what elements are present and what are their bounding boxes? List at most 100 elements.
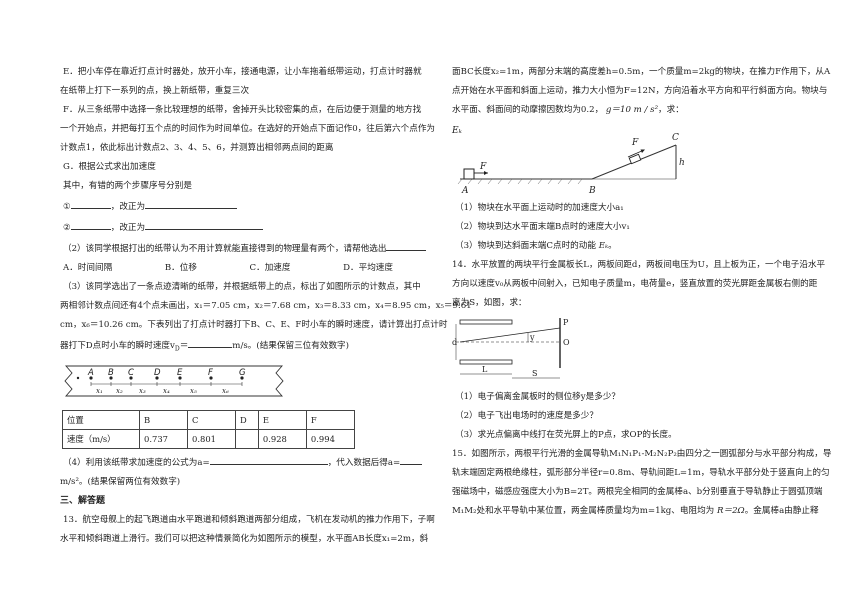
p13-line3: 水平面、斜面间的动摩擦因数均为0.2， g＝10 m / s²，求： bbox=[452, 104, 817, 117]
mistake-1-line: ①，改正为 bbox=[60, 199, 430, 214]
tape-label-a: A bbox=[87, 368, 94, 378]
step-e-line1: E．把小车停在靠近打点计时器处，放开小车，接通电源，让小车拖着纸带运动，打点计时… bbox=[63, 67, 422, 77]
question-4-line1: （4）利用该纸带求加速度的公式为a=，代入数据后得a= bbox=[60, 455, 430, 470]
tape-dot-d bbox=[155, 376, 159, 380]
q13-part2: （2）物块到达水平面末端B点时的速度大小v₁ bbox=[455, 222, 630, 232]
mistake-2-correct-label: ，改正为 bbox=[110, 223, 146, 233]
table-header-cell: D bbox=[235, 409, 259, 430]
tape-label-g: G bbox=[239, 368, 246, 378]
tape-seg-x2: x₂ bbox=[116, 387, 123, 395]
q4-text-b: ，代入数据后得a= bbox=[327, 457, 401, 468]
question-3-line1: （3）该同学选出了一条点迹清晰的纸带，并根据纸带上的点，标出了如图所示的计数点，… bbox=[63, 282, 421, 292]
q15-line1: 15．如图所示，两根平行光滑的金属导轨M₁N₁P₁-M₂N₂P₂由四分之一圆弧部… bbox=[452, 449, 832, 459]
point-b-label: B bbox=[588, 186, 596, 196]
question-3-line3: cm，x₆＝10.26 cm。下表列出了打点计时器打下B、C、E、F时小车的瞬时… bbox=[60, 320, 448, 330]
acceleration-blank[interactable] bbox=[400, 455, 423, 465]
table-header-cell: C bbox=[187, 409, 237, 430]
q3-line4-unit: m/s。(结果保留三位有效数字) bbox=[232, 341, 349, 351]
table-cell-empty[interactable] bbox=[235, 428, 259, 449]
p13-line3-end: ，求： bbox=[658, 105, 684, 115]
fig13-corner-label: Eₖ bbox=[451, 126, 463, 136]
table-cell: 0.801 bbox=[187, 428, 237, 449]
mistake-2-line: ② ，改正为 bbox=[60, 220, 430, 235]
q14-part3: （3）求光点偏离中线打在荧光屏上的P点，求OP的长度。 bbox=[455, 430, 677, 440]
q13-part3: （3）物块到达斜面末端C点时的动能 Eₖ。 bbox=[452, 240, 817, 253]
question-13-line1: 13．航空母舰上的起飞跑道由水平跑道和倾斜跑道两部分组成，飞机在发动机的推力作用… bbox=[63, 514, 435, 525]
left-column: E．把小车停在靠近打点计时器处，放开小车，接通电源，让小车拖着纸带运动，打点计时… bbox=[60, 66, 472, 552]
question-2: （2）该同学根据打出的纸带认为不用计算就能直接得到的物理量有两个，请帮他选出 bbox=[60, 241, 430, 256]
mistake-1-correction-blank[interactable] bbox=[145, 199, 238, 209]
point-c-label: C bbox=[672, 133, 679, 143]
tape-dot bbox=[76, 376, 80, 379]
question-3-line2: 两相邻计数点间还有4个点未画出，x₁＝7.05 cm，x₂＝7.68 cm，x₃… bbox=[60, 301, 472, 311]
tape-seg-x5: x₅ bbox=[190, 387, 197, 395]
tape-dot-e bbox=[178, 376, 182, 380]
point-a-label: A bbox=[461, 186, 469, 196]
table-cell: 0.994 bbox=[305, 428, 356, 449]
tape-seg-x3: x₃ bbox=[139, 387, 146, 395]
electron-path bbox=[459, 327, 561, 343]
p13-line3-text: 水平面、斜面间的动摩擦因数均为0.2， bbox=[452, 105, 604, 115]
deflection-label-y: y bbox=[529, 333, 535, 342]
tape-label-b: B bbox=[108, 368, 114, 378]
tape-dot-a bbox=[89, 376, 93, 380]
right-column: 面BC长度x₂=1m，两部分末端的高度差h=0.5m，一个质量m=2kg的物块，… bbox=[451, 66, 832, 524]
q14-line3: 离为S，如图，求： bbox=[452, 298, 527, 308]
point-p-label: P bbox=[563, 318, 569, 327]
plate-length-label: L bbox=[482, 365, 488, 374]
mistake-1-number: ① bbox=[63, 202, 71, 212]
option-c: C．加速度 bbox=[249, 263, 291, 273]
section-3-heading: 三、解答题 bbox=[60, 495, 106, 506]
question-2-options: A．时间间隔 B．位移 C．加速度 D．平均速度 bbox=[60, 262, 393, 275]
paper-tape-figure: A B C D E F G x₁ x₂ x₃ x₄ x₅ x₆ bbox=[62, 363, 430, 402]
mistake-1-step-blank[interactable] bbox=[70, 199, 111, 209]
p13-line2: 点开始在水平面和斜面上运动，推力大小恒为F=12N，方向沿着水平方向和平行斜面方… bbox=[452, 86, 828, 96]
resistance-formula: R＝2Ω bbox=[717, 506, 745, 516]
mistake-2-step-blank[interactable] bbox=[70, 220, 111, 230]
paper-tape-svg: A B C D E F G x₁ x₂ x₃ x₄ x₅ x₆ bbox=[64, 365, 284, 397]
table-cell: 0.928 bbox=[257, 428, 307, 449]
kinetic-energy-symbol: Eₖ bbox=[598, 241, 609, 251]
table-row: 位置 B C D E F bbox=[62, 409, 356, 430]
mistake-2-number: ② bbox=[63, 223, 71, 233]
table-row-label: 速度（m/s） bbox=[62, 428, 140, 449]
q14-part1: （1）电子偏离金属板时的侧位移y是多少？ bbox=[455, 392, 621, 402]
table-cell: 0.737 bbox=[138, 428, 189, 449]
mistake-intro: 其中，有错的两个步骤序号分别是 bbox=[63, 181, 192, 191]
question-3-line4: 器打下D点时小车的瞬时速度vD＝m/s。(结果保留三位有效数字) bbox=[60, 338, 430, 356]
step-g: G．根据公式求出加速度 bbox=[63, 162, 156, 172]
q15-line4: M₁M₂处和水平导轨中某位置，两金属棒质量均为m=1kg、电阻均为 R＝2Ω。金… bbox=[452, 505, 819, 518]
question-4-line2: m/s²。(结果保留两位有效数字) bbox=[60, 476, 181, 487]
question-2-blank[interactable] bbox=[386, 241, 427, 251]
force-label-1: F bbox=[479, 162, 487, 172]
tape-dot-b bbox=[109, 376, 113, 380]
q15-line4-end: 。金属棒a由静止释 bbox=[744, 506, 819, 516]
tape-seg-x1: x₁ bbox=[96, 387, 103, 395]
q15-line2: 轨末端固定两根绝缘柱，弧形部分半径r=0.8m、导轨间距L=1m，导轨水平部分处… bbox=[452, 468, 830, 478]
tape-label-e: E bbox=[177, 368, 183, 378]
force-label-2: F bbox=[631, 138, 639, 148]
gap-label-d: d bbox=[452, 338, 457, 347]
q14-line2: 方向以速度v₀从两板中间射入，已知电子质量m，电荷量e，竖直放置的荧光屏距金属板… bbox=[452, 279, 818, 289]
step-f-line2: 一个开始点，并把每打五个点的时间作为时间单位。在选好的开始点下面记作0，往后第六… bbox=[60, 124, 436, 134]
table-header-cell: B bbox=[138, 409, 189, 430]
tape-seg-x6: x₆ bbox=[222, 387, 229, 395]
gravity-formula: g＝10 m / s² bbox=[605, 105, 659, 115]
point-o-label: O bbox=[563, 338, 570, 347]
tape-seg-x4: x₄ bbox=[163, 387, 170, 395]
vd-answer-blank[interactable] bbox=[188, 338, 233, 348]
formula-blank[interactable] bbox=[209, 455, 328, 465]
tape-dot-c bbox=[129, 376, 133, 380]
q14-line1: 14．水平放置的两块平行金属板长L，两板间距d，两板间电压为U，且上板为正，一个… bbox=[452, 260, 826, 270]
incline-figure: Eₖ F F A bbox=[451, 123, 817, 198]
incline-svg: Eₖ F F A bbox=[451, 126, 685, 196]
table-header-cell: F bbox=[305, 409, 356, 430]
p13-line1: 面BC长度x₂=1m，两部分末端的高度差h=0.5m，一个质量m=2kg的物块，… bbox=[452, 67, 831, 77]
table-header-cell: 位置 bbox=[62, 409, 140, 430]
option-b: B．位移 bbox=[164, 263, 197, 273]
step-e-line2: 在纸带上打下一系列的点，换上新纸带，重复三次 bbox=[60, 86, 250, 96]
q13-part3-end: 。 bbox=[608, 241, 617, 251]
step-f-line3: 计数点1，依此标出计数点2、3、4、5、6，并测算出相邻两点间的距离 bbox=[60, 143, 334, 153]
mistake-2-correction-blank[interactable] bbox=[145, 220, 264, 230]
capacitor-svg: d y L S P O bbox=[452, 318, 570, 379]
